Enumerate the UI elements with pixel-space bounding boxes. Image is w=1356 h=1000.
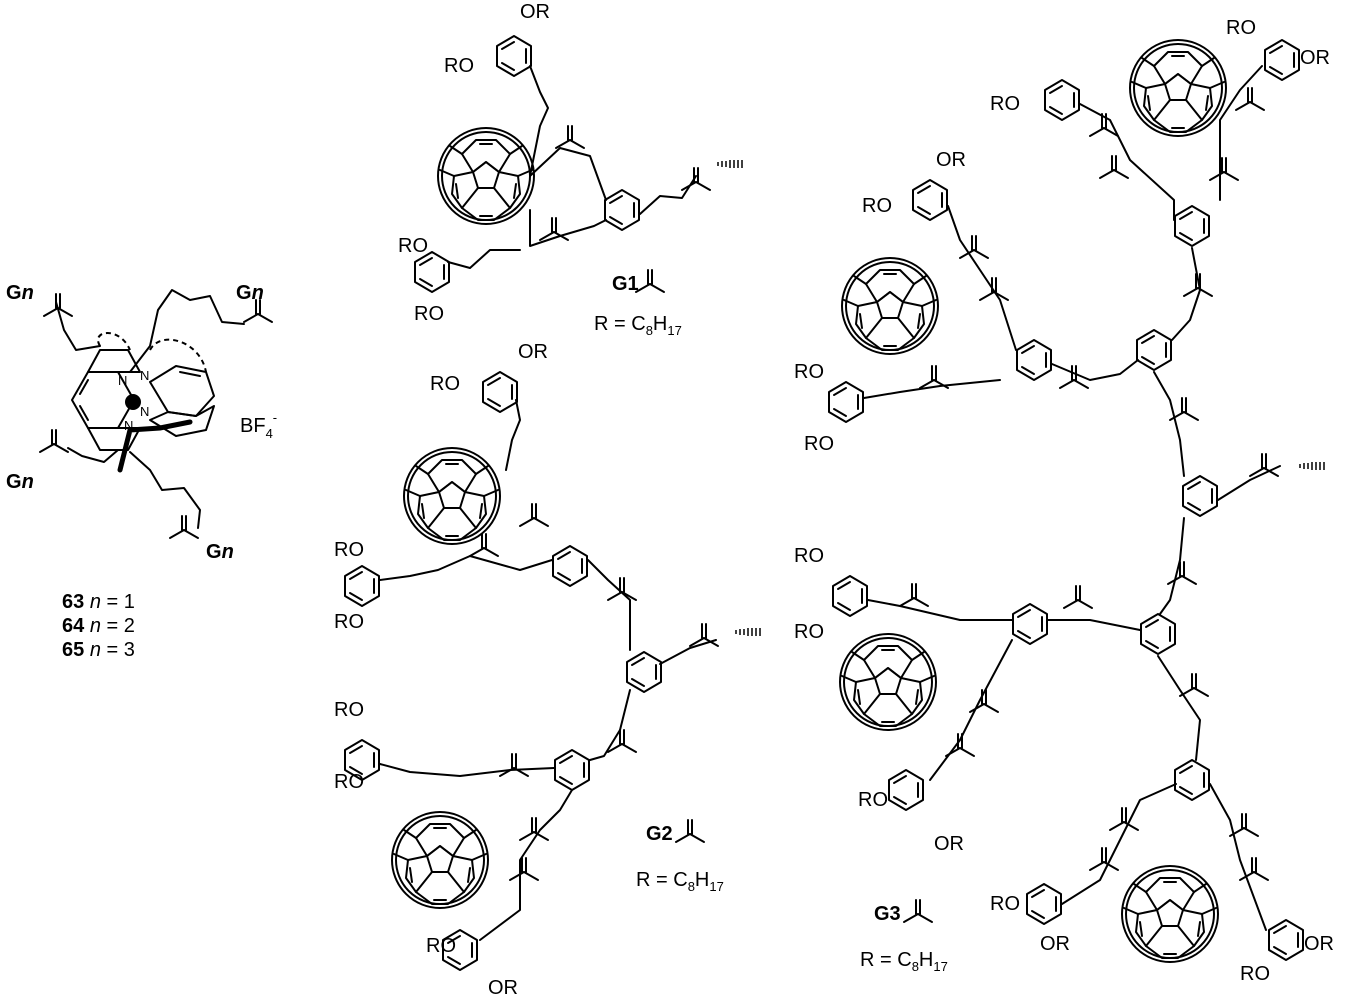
arm-label-bottom-left: Gn [6,471,34,493]
nitrogen-atom: N [118,373,127,388]
g1-r-definition: R = C8H17 [594,313,682,338]
g3-or-label: OR [1040,933,1070,955]
g2-label: G2 [646,823,673,845]
g3-ro-label: RO [794,361,824,383]
copper-ion-marker [125,394,141,410]
g3-ro-label: RO [862,195,892,217]
g3-or-label: OR [1300,47,1330,69]
g2-or-label: OR [488,977,518,999]
g2-or-label: OR [518,341,548,363]
g3-ro-label: RO [1240,963,1270,985]
g1-or-label: OR [520,1,550,23]
g2-ro-label: RO [334,611,364,633]
g2-ro-label: RO [334,539,364,561]
nitrogen-atom: N [140,404,149,419]
g3-ro-label: RO [794,621,824,643]
g1-ro-label: RO [414,303,444,325]
g3-ro-label: RO [804,433,834,455]
g3-ro-label: RO [858,789,888,811]
compound-label-65: 65 n = 3 [62,639,135,661]
g3-or-label: OR [936,149,966,171]
g2-ro-label: RO [426,935,456,957]
nitrogen-atom: N [140,368,149,383]
g3-label: G3 [874,903,901,925]
g2-ro-label: RO [334,771,364,793]
g1-dendron-structure [414,35,743,293]
arm-label-top-right: Gn [236,282,264,304]
compound-label-63: 63 n = 1 [62,591,135,613]
g1-ro-label: RO [444,55,474,77]
arm-label-bottom-right: Gn [206,541,234,563]
g3-or-label: OR [1304,933,1334,955]
g2-ro-label: RO [334,699,364,721]
g1-label: G1 [612,273,639,295]
g2-r-definition: R = C8H17 [636,869,724,894]
g3-or-label: OR [934,833,964,855]
g3-ro-label: RO [990,93,1020,115]
g3-ro-label: RO [1226,17,1256,39]
g3-r-definition: R = C8H17 [860,949,948,974]
g1-ro-label: RO [398,235,428,257]
g3-ro-label: RO [794,545,824,567]
copper-complex-structure [39,289,273,539]
arm-label-top-left: Gn [6,282,34,304]
g3-dendron-structure [828,39,1325,963]
counterion-label: BF4- [240,410,277,441]
g2-ro-label: RO [430,373,460,395]
nitrogen-atom: N [124,418,133,433]
g3-ro-label: RO [990,893,1020,915]
compound-label-64: 64 n = 2 [62,615,135,637]
g2-dendron-structure [344,371,761,971]
